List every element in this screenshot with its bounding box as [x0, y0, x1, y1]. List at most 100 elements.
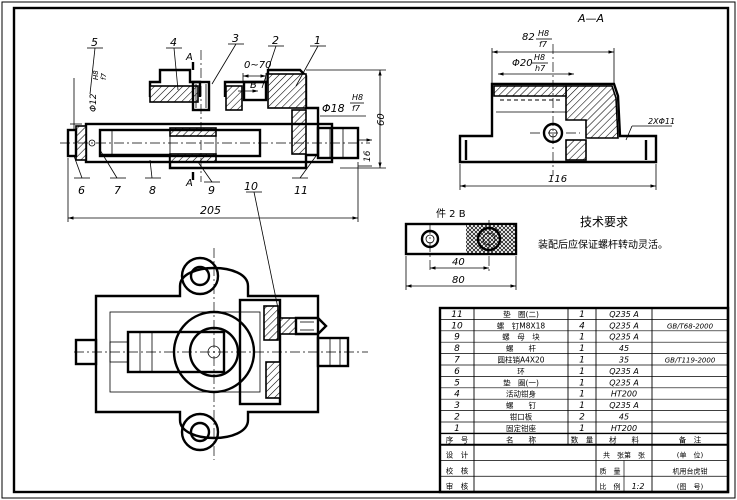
bom-name: 垫 圈(一) — [503, 377, 539, 387]
tech-req-title: 技术要求 — [580, 215, 628, 229]
bom-name: 螺 杆 — [506, 343, 536, 353]
bom-no: 2 — [454, 413, 460, 423]
dim-gap: 0~70 — [244, 60, 271, 71]
dim-20: Φ20 — [512, 58, 533, 69]
technical-requirements: 技术要求 装配后应保证螺杆转动灵活。 — [538, 215, 668, 251]
bom-name: 活动钳身 — [506, 389, 536, 399]
bom-header-material: 材 料 — [609, 434, 639, 444]
bom-no: 3 — [454, 401, 460, 411]
title-mass: 质 量 — [600, 466, 621, 475]
balloon-4: 4 — [170, 36, 177, 49]
bom-name: 螺 钉M8X18 — [497, 320, 546, 330]
bom-material: 45 — [619, 413, 629, 422]
balloon-2: 2 — [272, 34, 279, 47]
bom-qty: 1 — [579, 356, 585, 366]
dim-dia18: Φ18 — [322, 102, 345, 115]
part-balloons: 1 2 3 4 5 6 7 8 9 10 11 — [73, 32, 326, 319]
balloon-1: 1 — [314, 34, 321, 47]
balloon-3: 3 — [232, 32, 239, 45]
title-check: 校 核 — [446, 465, 469, 475]
top-view — [74, 248, 368, 460]
title-drawing-no: (图 号) — [677, 483, 704, 491]
dim-height: 60 — [376, 113, 387, 126]
bom-header-qty: 数 量 — [571, 434, 594, 444]
dim-small: 16 — [363, 150, 373, 162]
dim-82-fit-num: H8 — [538, 29, 549, 38]
bom-name: 钳口板 — [510, 412, 533, 422]
bom-material: HT200 — [611, 424, 637, 433]
dim-length: 205 — [200, 204, 221, 217]
bom-material: Q235 A — [609, 310, 639, 319]
title-scale: 1:2 — [632, 482, 645, 491]
dim-width: 116 — [548, 174, 567, 185]
bom-note: GB/T119-2000 — [665, 357, 716, 365]
bom-no: 6 — [454, 367, 460, 377]
title-product: 机用台虎钳 — [673, 466, 708, 475]
dim-82-fit-den: f7 — [539, 40, 548, 49]
dim-80: 80 — [452, 275, 465, 286]
detail-view-part2: 件 2 B 40 80 — [404, 208, 518, 290]
dim-shaft-fit-num: H8 — [92, 70, 100, 80]
bom-no: 8 — [454, 344, 460, 354]
tech-req-text: 装配后应保证螺杆转动灵活。 — [538, 238, 668, 251]
bom-no: 10 — [451, 321, 463, 331]
bom-name: 环 — [517, 367, 525, 376]
bom-qty: 1 — [579, 333, 585, 343]
inner-border — [12, 6, 730, 494]
bom-material: Q235 A — [609, 367, 639, 376]
balloon-11: 11 — [294, 184, 308, 197]
dim-shaft-fit-den: f7 — [100, 73, 108, 80]
dim-20-fit-num: H8 — [534, 53, 545, 62]
bom-note: GB/T68-2000 — [667, 322, 714, 330]
dim-holes: 2XΦ11 — [648, 117, 675, 126]
title-total-sheets: 共 张第 张 — [603, 451, 645, 460]
bom-qty: 1 — [579, 310, 585, 320]
dim-40: 40 — [452, 257, 465, 268]
bom-name: 固定钳座 — [506, 423, 536, 433]
view-mark-b: B — [250, 80, 257, 91]
section-view-aa: A—A 82 H8 f7 Φ20 H8 h7 2XΦ11 116 — [458, 12, 675, 190]
section-mark-a-top: A — [185, 52, 193, 63]
balloon-5: 5 — [91, 36, 98, 49]
balloon-7: 7 — [114, 184, 121, 197]
detail-title: 件 2 B — [436, 208, 466, 220]
balloon-10: 10 — [244, 180, 258, 193]
balloon-8: 8 — [149, 184, 156, 197]
bom-no: 4 — [454, 390, 460, 400]
dim-dia18-fit-num: H8 — [352, 93, 363, 102]
bom-no: 5 — [454, 378, 460, 388]
title-scale-label: 比 例 — [600, 482, 621, 491]
section-title: A—A — [577, 12, 604, 25]
title-unit: (单 位) — [677, 451, 704, 460]
bom-qty: 1 — [579, 401, 585, 411]
bom-no: 1 — [454, 424, 460, 434]
dim-dia18-fit-den: f7 — [352, 104, 361, 113]
bom-no: 9 — [454, 333, 460, 343]
bom-name: 垫 圈(二) — [503, 309, 539, 319]
bom-material: 45 — [619, 344, 629, 353]
balloon-6: 6 — [78, 184, 85, 197]
bom-qty: 1 — [579, 424, 585, 434]
front-view: A A B 0~70 Φ12 H8 f7 Φ18 H8 f7 60 16 205 — [60, 32, 387, 319]
dim-shaft-dia: Φ12 — [89, 93, 99, 112]
dim-20-fit-den: h7 — [535, 64, 546, 73]
bom-header-no: 序 号 — [446, 434, 469, 444]
dim-82: 82 — [522, 32, 535, 43]
bom-name: 螺 母 块 — [502, 332, 540, 342]
bom-qty: 1 — [579, 344, 585, 354]
bom-name: 螺 钉 — [506, 400, 536, 410]
bom-material: Q235 A — [609, 401, 639, 410]
balloon-9: 9 — [208, 184, 215, 197]
title-review: 审 核 — [446, 481, 469, 491]
bom-qty: 1 — [579, 378, 585, 388]
bom-qty: 2 — [579, 413, 585, 423]
bom-no: 11 — [451, 310, 462, 320]
bom-qty: 1 — [579, 367, 585, 377]
bom-qty: 1 — [579, 390, 585, 400]
bom-material: Q235 A — [609, 321, 639, 330]
title-design: 设 计 — [446, 450, 469, 460]
